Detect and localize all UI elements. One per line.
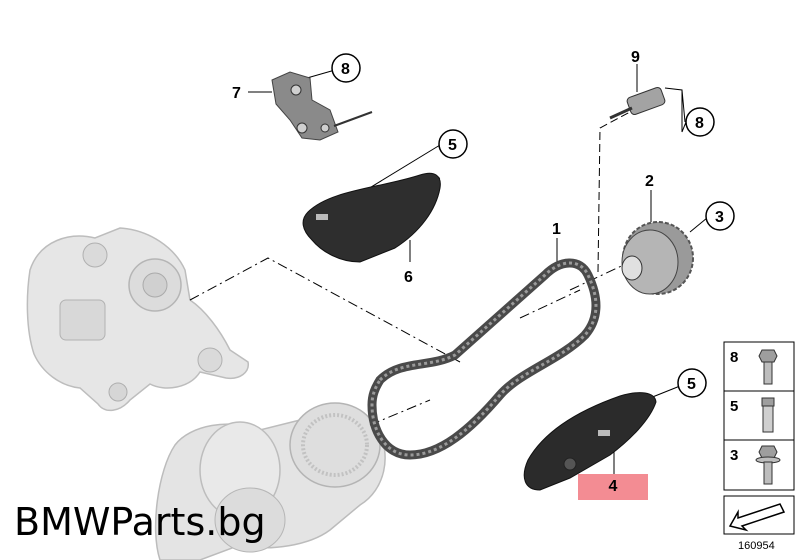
tensioner-bracket — [271, 71, 373, 141]
diagram-code: 160954 — [738, 540, 775, 552]
upper-guide-rail — [302, 172, 441, 263]
callout-number: 8 — [695, 115, 704, 132]
callout-part-9[interactable]: 9 — [631, 49, 640, 66]
callout-number: 3 — [715, 209, 724, 226]
sensor-pin — [609, 87, 666, 120]
crankshaft — [154, 402, 386, 560]
legend-number-5: 5 — [730, 398, 738, 415]
watermark-logo: BMWParts.bg — [14, 500, 266, 544]
callout-part-1[interactable]: 1 — [552, 221, 561, 238]
highlight-box — [578, 474, 648, 500]
callout-part-3[interactable]: 3 — [705, 201, 735, 231]
sleeve-bolt-icon — [761, 397, 775, 433]
callout-part-6[interactable]: 6 — [404, 269, 413, 286]
callout-part-8-top[interactable]: 8 — [331, 53, 361, 83]
callout-part-4-highlighted[interactable]: 4 — [608, 478, 618, 495]
camshaft-sprocket — [621, 221, 694, 295]
callout-part-5-top[interactable]: 5 — [438, 129, 468, 159]
timing-chain — [367, 258, 601, 460]
leader-lines — [189, 64, 708, 474]
lower-tensioner-rail — [523, 392, 657, 491]
arrow-icon — [728, 503, 786, 532]
fastener-legend: 8 5 3 — [723, 341, 795, 535]
callout-number: 5 — [687, 376, 696, 393]
callout-number: 5 — [448, 137, 457, 154]
legend-number-3: 3 — [730, 447, 738, 464]
callout-part-7[interactable]: 7 — [232, 85, 241, 102]
bolt-icon — [758, 349, 778, 385]
callout-part-8-right[interactable]: 8 — [685, 107, 715, 137]
flange-bolt-icon — [755, 445, 781, 485]
callout-number: 8 — [341, 61, 350, 78]
callout-part-5-bottom[interactable]: 5 — [677, 368, 707, 398]
high-pressure-pump — [26, 227, 249, 412]
callout-part-2[interactable]: 2 — [645, 173, 654, 190]
legend-number-8: 8 — [730, 349, 738, 366]
